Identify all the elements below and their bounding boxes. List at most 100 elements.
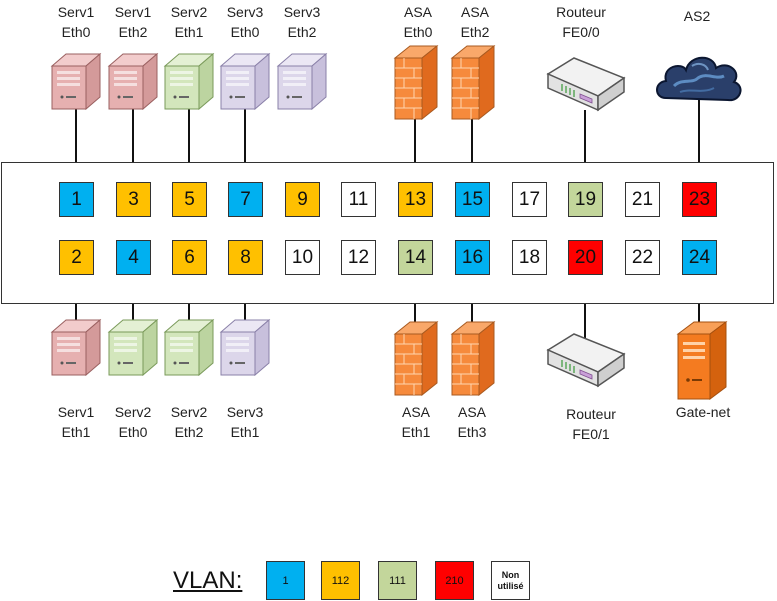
legend-title: VLAN: [173, 567, 243, 594]
port-3[interactable]: 3 [116, 182, 151, 217]
legend-vlan-111: 111 [378, 561, 417, 600]
port-number: 1 [71, 188, 82, 210]
cable-port-19 [584, 110, 586, 182]
cable-port-14 [414, 275, 416, 335]
port-number: 6 [184, 246, 195, 268]
cable-port-20 [584, 275, 586, 345]
cable-port-8 [244, 275, 246, 335]
cable-port-4 [132, 275, 134, 335]
label-as2: AS2 [683, 8, 711, 24]
port-number: 14 [404, 246, 427, 268]
port-number: 9 [297, 188, 308, 210]
port-number: 12 [347, 246, 370, 268]
server-icon [163, 52, 215, 110]
server-icon [219, 318, 271, 376]
label-gate-net: Gate-net [675, 404, 731, 420]
port-5[interactable]: 5 [172, 182, 207, 217]
port-number: 23 [688, 188, 711, 210]
port-16[interactable]: 16 [455, 240, 490, 275]
server-icon [163, 318, 215, 376]
port-number: 5 [184, 188, 195, 210]
port-number: 17 [518, 188, 541, 210]
firewall-icon [392, 320, 440, 396]
port-number: 18 [518, 246, 541, 268]
server-icon [50, 318, 102, 376]
port-20[interactable]: 20 [568, 240, 603, 275]
port-22[interactable]: 22 [625, 240, 660, 275]
port-11[interactable]: 11 [341, 182, 376, 217]
gate-net-server-icon [676, 320, 728, 400]
port-14[interactable]: 14 [398, 240, 433, 275]
legend-vlan-1: 1 [266, 561, 305, 600]
port-number: 13 [404, 188, 427, 210]
port-number: 16 [461, 246, 484, 268]
port-21[interactable]: 21 [625, 182, 660, 217]
port-number: 2 [71, 246, 82, 268]
port-13[interactable]: 13 [398, 182, 433, 217]
port-15[interactable]: 15 [455, 182, 490, 217]
server-icon [219, 52, 271, 110]
firewall-icon [449, 320, 497, 396]
port-6[interactable]: 6 [172, 240, 207, 275]
cable-port-1 [75, 108, 77, 182]
cable-port-7 [244, 108, 246, 182]
port-19[interactable]: 19 [568, 182, 603, 217]
legend-vlan-210: 210 [435, 561, 474, 600]
port-number: 3 [128, 188, 139, 210]
router-icon [546, 56, 626, 112]
server-icon [276, 52, 328, 110]
router-icon [546, 332, 626, 388]
port-2[interactable]: 2 [59, 240, 94, 275]
port-10[interactable]: 10 [285, 240, 320, 275]
port-number: 8 [240, 246, 251, 268]
port-18[interactable]: 18 [512, 240, 547, 275]
firewall-icon [392, 44, 440, 120]
cable-port-2 [75, 275, 77, 335]
legend-vlan-112: 112 [321, 561, 360, 600]
port-number: 20 [574, 246, 597, 268]
port-number: 7 [240, 188, 251, 210]
port-number: 15 [461, 188, 484, 210]
port-9[interactable]: 9 [285, 182, 320, 217]
port-4[interactable]: 4 [116, 240, 151, 275]
cable-port-13 [414, 118, 416, 182]
cable-port-5 [188, 108, 190, 182]
cable-port-3 [132, 108, 134, 182]
cloud-icon [652, 48, 744, 108]
cable-port-16 [471, 275, 473, 335]
port-8[interactable]: 8 [228, 240, 263, 275]
port-17[interactable]: 17 [512, 182, 547, 217]
port-24[interactable]: 24 [682, 240, 717, 275]
port-number: 4 [128, 246, 139, 268]
port-7[interactable]: 7 [228, 182, 263, 217]
port-number: 11 [348, 188, 369, 210]
port-number: 19 [574, 188, 597, 210]
server-icon [107, 318, 159, 376]
cable-port-15 [471, 118, 473, 182]
port-12[interactable]: 12 [341, 240, 376, 275]
port-23[interactable]: 23 [682, 182, 717, 217]
port-number: 24 [688, 246, 711, 268]
server-icon [107, 52, 159, 110]
port-1[interactable]: 1 [59, 182, 94, 217]
firewall-icon [449, 44, 497, 120]
cable-port-6 [188, 275, 190, 335]
cable-port-23 [698, 100, 700, 182]
port-number: 21 [631, 188, 654, 210]
port-number: 22 [631, 246, 654, 268]
